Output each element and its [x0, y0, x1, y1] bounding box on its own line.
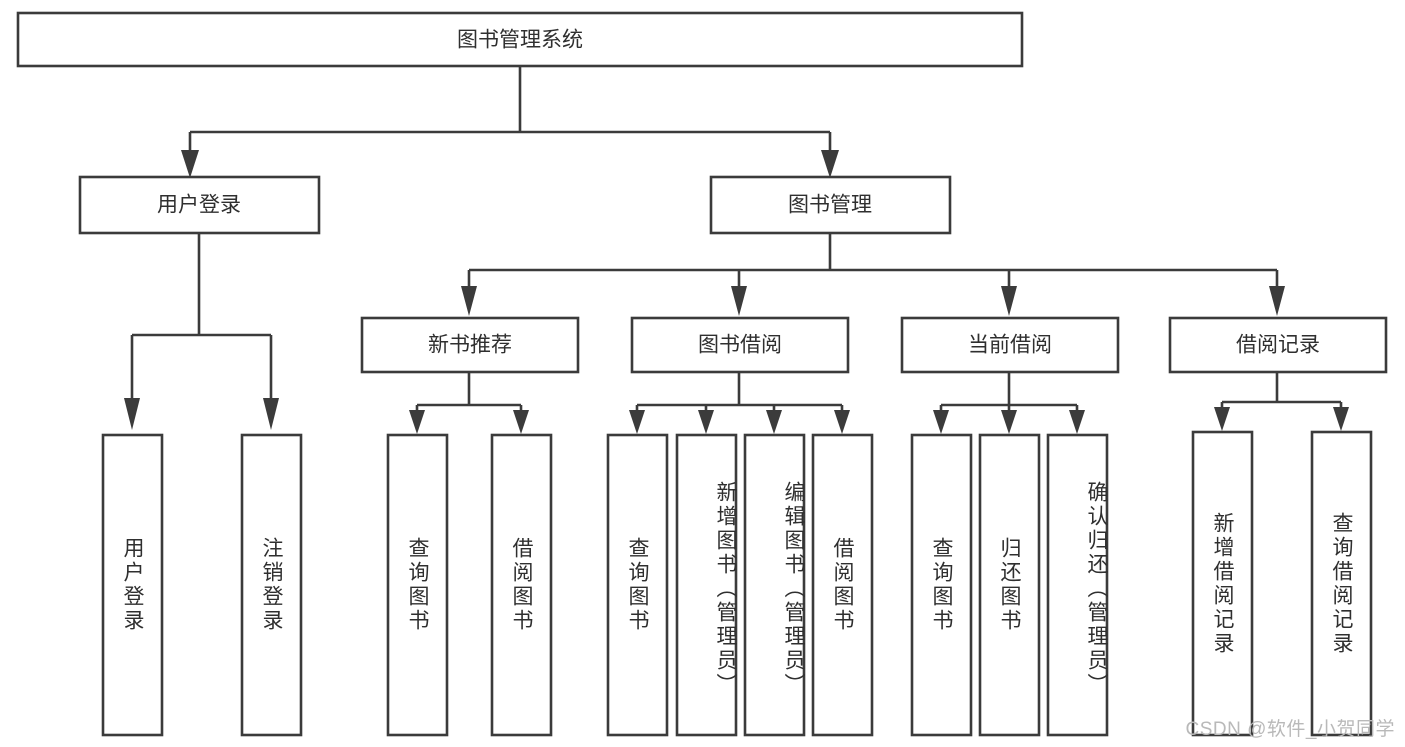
edge-currentborrow-bus	[939, 372, 1079, 415]
node-leaf-borrow-book-2[interactable]	[811, 433, 874, 737]
node-leaf-query-book-1[interactable]	[386, 433, 449, 737]
node-leaf-borrow-book-1[interactable]	[490, 433, 553, 737]
node-leaf-query-book-3[interactable]	[910, 433, 973, 737]
node-leaf-add-record[interactable]	[1191, 430, 1254, 737]
arrow-to-leaf-query-record	[1333, 407, 1349, 431]
edge-bookmanage-bus	[467, 233, 1279, 288]
arrow-to-user-login	[181, 150, 199, 178]
node-new-book-rec-label: 新书推荐	[428, 334, 512, 357]
node-leaf-logout[interactable]	[240, 433, 303, 737]
node-root[interactable]	[16, 11, 1024, 68]
arrow-to-leaf-confirm-return	[1069, 410, 1085, 434]
arrow-to-leaf-query-book-2	[629, 410, 645, 434]
node-root-label: 图书管理系统	[457, 29, 583, 52]
arrow-to-leaf-add-book	[698, 410, 714, 434]
arrow-to-leaf-return-book	[1001, 410, 1017, 434]
edge-bookborrow-bus	[635, 372, 844, 415]
arrow-to-leaf-borrow-book-1	[513, 410, 529, 434]
node-leaf-query-book-2[interactable]	[606, 433, 669, 737]
arrow-to-leaf-logout	[263, 398, 279, 430]
node-borrow-record[interactable]	[1168, 316, 1388, 374]
node-user-login[interactable]	[78, 175, 321, 235]
csdn-watermark: CSDN @软件_小贺同学	[1185, 719, 1395, 740]
node-book-manage-label: 图书管理	[788, 194, 872, 217]
arrow-to-new-book-rec	[461, 286, 477, 316]
arrow-to-current-borrow	[1001, 286, 1017, 316]
arrow-to-leaf-query-book-1	[409, 410, 425, 434]
arrow-to-leaf-query-book-3	[933, 410, 949, 434]
edge-userlogin-bus	[130, 233, 273, 400]
node-new-book-rec[interactable]	[360, 316, 580, 374]
node-book-borrow-label: 图书借阅	[698, 334, 782, 357]
node-book-manage[interactable]	[709, 175, 952, 235]
node-book-borrow[interactable]	[630, 316, 850, 374]
arrow-to-leaf-borrow-book-2	[834, 410, 850, 434]
node-current-borrow[interactable]	[900, 316, 1120, 374]
arrow-to-leaf-edit-book	[766, 410, 782, 434]
edge-newbook-bus	[415, 372, 523, 415]
node-leaf-user-login[interactable]	[101, 433, 164, 737]
node-leaf-add-book[interactable]	[675, 433, 738, 737]
arrow-to-book-manage	[821, 150, 839, 178]
node-layer: 图书管理系统 用户登录 图书管理 新书推荐 图书借阅 当前借阅 借阅记录	[16, 11, 1388, 737]
arrow-to-leaf-user-login	[124, 398, 140, 430]
node-current-borrow-label: 当前借阅	[968, 334, 1052, 357]
node-borrow-record-label: 借阅记录	[1236, 334, 1320, 357]
node-user-login-label: 用户登录	[157, 194, 241, 217]
edge-layer	[124, 66, 1349, 434]
arrow-to-borrow-record	[1269, 286, 1285, 316]
arrow-to-book-borrow	[731, 286, 747, 316]
edge-root-bus	[188, 66, 832, 155]
edge-borrowrecord-bus	[1220, 372, 1343, 412]
arrow-to-leaf-add-record	[1214, 407, 1230, 431]
node-leaf-edit-book[interactable]	[743, 433, 806, 737]
node-leaf-confirm-return[interactable]	[1046, 433, 1109, 737]
node-leaf-return-book[interactable]	[978, 433, 1041, 737]
node-leaf-query-record[interactable]	[1310, 430, 1373, 737]
